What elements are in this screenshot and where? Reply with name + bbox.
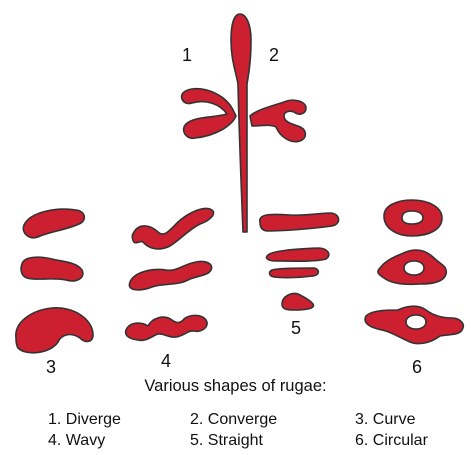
curve-ruga-2 [21, 257, 83, 281]
number-label-6: 6 [412, 357, 422, 378]
number-label-5: 5 [291, 318, 301, 339]
circular-ruga-2 [378, 250, 446, 284]
diverge-ruga [182, 89, 236, 139]
legend-item-converge: 2. Converge [190, 411, 277, 429]
curve-ruga-1 [23, 209, 84, 238]
number-label-1: 1 [182, 45, 192, 66]
straight-ruga-3 [270, 268, 319, 278]
straight-ruga-4 [282, 293, 313, 310]
straight-ruga-1 [260, 213, 339, 231]
curve-ruga-3 [16, 308, 93, 353]
number-label-2: 2 [269, 45, 279, 66]
legend-item-straight: 5. Straight [190, 432, 263, 450]
legend-item-wavy: 4. Wavy [48, 432, 105, 450]
wavy-ruga-3 [126, 315, 207, 340]
straight-ruga-2 [266, 248, 328, 261]
legend-item-circular: 6. Circular [355, 432, 428, 450]
caption: Various shapes of rugae: [0, 377, 471, 396]
converge-ruga [250, 100, 306, 141]
wavy-ruga-1 [132, 208, 213, 249]
legend-item-curve: 3. Curve [355, 411, 415, 429]
circular-ruga-3 [365, 306, 463, 343]
midline-raphe [231, 14, 251, 232]
legend-item-diverge: 1. Diverge [48, 411, 121, 429]
number-label-4: 4 [161, 351, 171, 372]
circular-ruga-1 [384, 200, 442, 236]
wavy-ruga-2 [129, 261, 211, 289]
number-label-3: 3 [46, 357, 56, 378]
